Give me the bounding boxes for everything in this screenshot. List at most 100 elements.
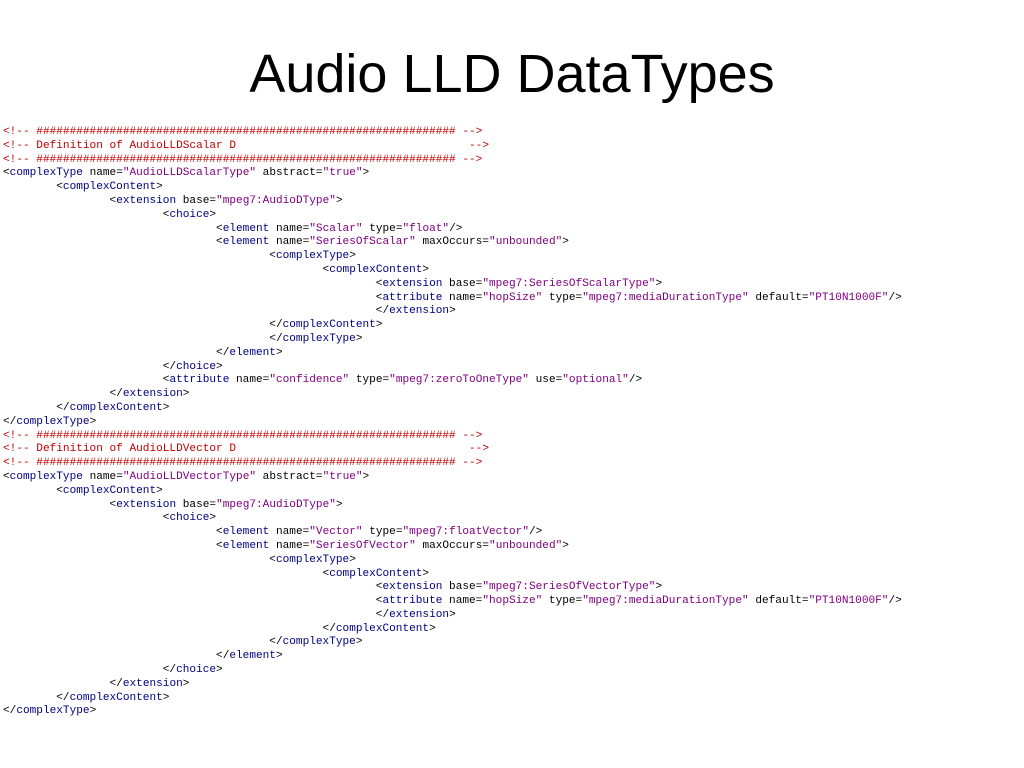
code-attribute-name: abstract=	[256, 167, 323, 180]
code-attribute-name: name=	[82, 167, 123, 180]
code-tag-name: complexContent	[69, 401, 163, 414]
code-line: <!-- Definition of AudioLLDScalar D -->	[3, 140, 1021, 154]
code-attribute-name: name=	[269, 539, 310, 552]
code-line: <element name="SeriesOfScalar" maxOccurs…	[3, 236, 1021, 250]
code-comment: <!-- ###################################…	[3, 153, 483, 166]
code-line: <complexType>	[3, 250, 1021, 264]
code-tag-name: element	[222, 539, 270, 552]
code-attribute-name: name=	[442, 291, 483, 304]
code-tag-name: extension	[116, 498, 177, 511]
code-comment: <!-- Definition of AudioLLDVector D -->	[3, 443, 489, 456]
code-tag-name: complexType	[16, 415, 90, 428]
code-attribute-value: "confidence"	[269, 374, 350, 387]
code-line: <extension base="mpeg7:SeriesOfVectorTyp…	[3, 581, 1021, 595]
code-attribute-value: "hopSize"	[482, 291, 543, 304]
code-punctuation: </	[3, 388, 123, 401]
slide-title: Audio LLD DataTypes	[249, 44, 775, 104]
code-punctuation: >	[182, 677, 190, 690]
code-tag-name: attribute	[382, 291, 443, 304]
code-punctuation: <	[3, 222, 223, 235]
code-line: <complexType name="AudioLLDVectorType" a…	[3, 471, 1021, 485]
code-punctuation: >	[335, 194, 343, 207]
code-punctuation: />	[528, 526, 543, 539]
code-attribute-name: maxOccurs=	[415, 539, 490, 552]
code-attribute-value: "mpeg7:mediaDurationType"	[582, 291, 749, 304]
code-line: </complexType>	[3, 636, 1021, 650]
code-punctuation: >	[275, 650, 283, 663]
code-punctuation: >	[209, 512, 217, 525]
code-punctuation: >	[355, 636, 363, 649]
code-punctuation: />	[628, 374, 643, 387]
code-line: <choice>	[3, 512, 1021, 526]
code-punctuation: <	[3, 567, 330, 580]
code-tag-name: extension	[382, 581, 443, 594]
code-attribute-name: name=	[229, 374, 270, 387]
code-attribute-name: name=	[269, 222, 310, 235]
code-punctuation: </	[3, 305, 390, 318]
code-punctuation: <	[3, 484, 63, 497]
code-tag-name: complexType	[9, 470, 83, 483]
code-line: </element>	[3, 347, 1021, 361]
code-tag-name: element	[229, 346, 276, 359]
code-punctuation: <	[3, 250, 276, 263]
code-punctuation: <	[3, 470, 10, 483]
code-attribute-name: base=	[442, 581, 483, 594]
code-punctuation: >	[335, 498, 343, 511]
code-punctuation: </	[3, 360, 177, 373]
code-punctuation: </	[3, 401, 70, 414]
code-punctuation: />	[449, 222, 463, 235]
code-tag-name: complexType	[16, 705, 90, 718]
code-tag-name: choice	[169, 208, 210, 221]
code-punctuation: <	[3, 181, 63, 194]
code-line: </choice>	[3, 664, 1021, 678]
code-punctuation: >	[449, 608, 456, 621]
code-tag-name: element	[222, 222, 270, 235]
code-line: <choice>	[3, 209, 1021, 223]
code-punctuation: </	[3, 650, 230, 663]
code-punctuation: >	[216, 360, 223, 373]
code-attribute-name: name=	[269, 526, 310, 539]
code-punctuation: <	[3, 595, 383, 608]
code-attribute-value: "mpeg7:AudioDType"	[216, 498, 336, 511]
code-line: <element name="Scalar" type="float"/>	[3, 223, 1021, 237]
code-punctuation: />	[888, 291, 902, 304]
code-attribute-name: name=	[269, 236, 310, 249]
code-punctuation: >	[162, 401, 170, 414]
code-tag-name: element	[222, 236, 270, 249]
code-tag-name: extension	[382, 277, 443, 290]
code-attribute-value: "mpeg7:mediaDurationType"	[582, 595, 749, 608]
code-line: <complexContent>	[3, 264, 1021, 278]
code-comment: <!-- Definition of AudioLLDScalar D -->	[3, 139, 489, 152]
code-punctuation: >	[562, 539, 569, 552]
code-attribute-name: type=	[362, 526, 403, 539]
code-attribute-value: "Scalar"	[309, 222, 363, 235]
code-tag-name: extension	[389, 608, 450, 621]
code-punctuation: >	[275, 346, 283, 359]
code-comment: <!-- ###################################…	[3, 126, 483, 138]
code-attribute-value: "Vector"	[309, 526, 363, 539]
code-attribute-value: "mpeg7:SeriesOfVectorType"	[482, 581, 656, 594]
code-line: </complexType>	[3, 705, 1021, 719]
code-tag-name: choice	[176, 360, 217, 373]
code-tag-name: extension	[116, 194, 177, 207]
code-tag-name: complexContent	[335, 622, 430, 635]
code-attribute-name: type=	[542, 291, 583, 304]
code-line: <!-- ###################################…	[3, 457, 1021, 471]
code-attribute-name: type=	[362, 222, 403, 235]
code-punctuation: <	[3, 208, 170, 221]
code-line: </element>	[3, 650, 1021, 664]
code-punctuation: >	[362, 167, 370, 180]
code-punctuation: </	[3, 608, 390, 621]
code-line: <complexType name="AudioLLDScalarType" a…	[3, 167, 1021, 181]
code-line: </extension>	[3, 388, 1021, 402]
code-attribute-value: "SeriesOfVector"	[309, 539, 416, 552]
code-punctuation: >	[655, 581, 663, 594]
code-attribute-value: "hopSize"	[482, 595, 543, 608]
code-punctuation: >	[429, 622, 436, 635]
code-punctuation: >	[422, 263, 430, 276]
code-punctuation: </	[3, 691, 70, 704]
code-punctuation: <	[3, 374, 170, 387]
code-line: <attribute name="confidence" type="mpeg7…	[3, 374, 1021, 388]
code-punctuation: >	[162, 691, 170, 704]
code-punctuation: <	[3, 277, 383, 290]
